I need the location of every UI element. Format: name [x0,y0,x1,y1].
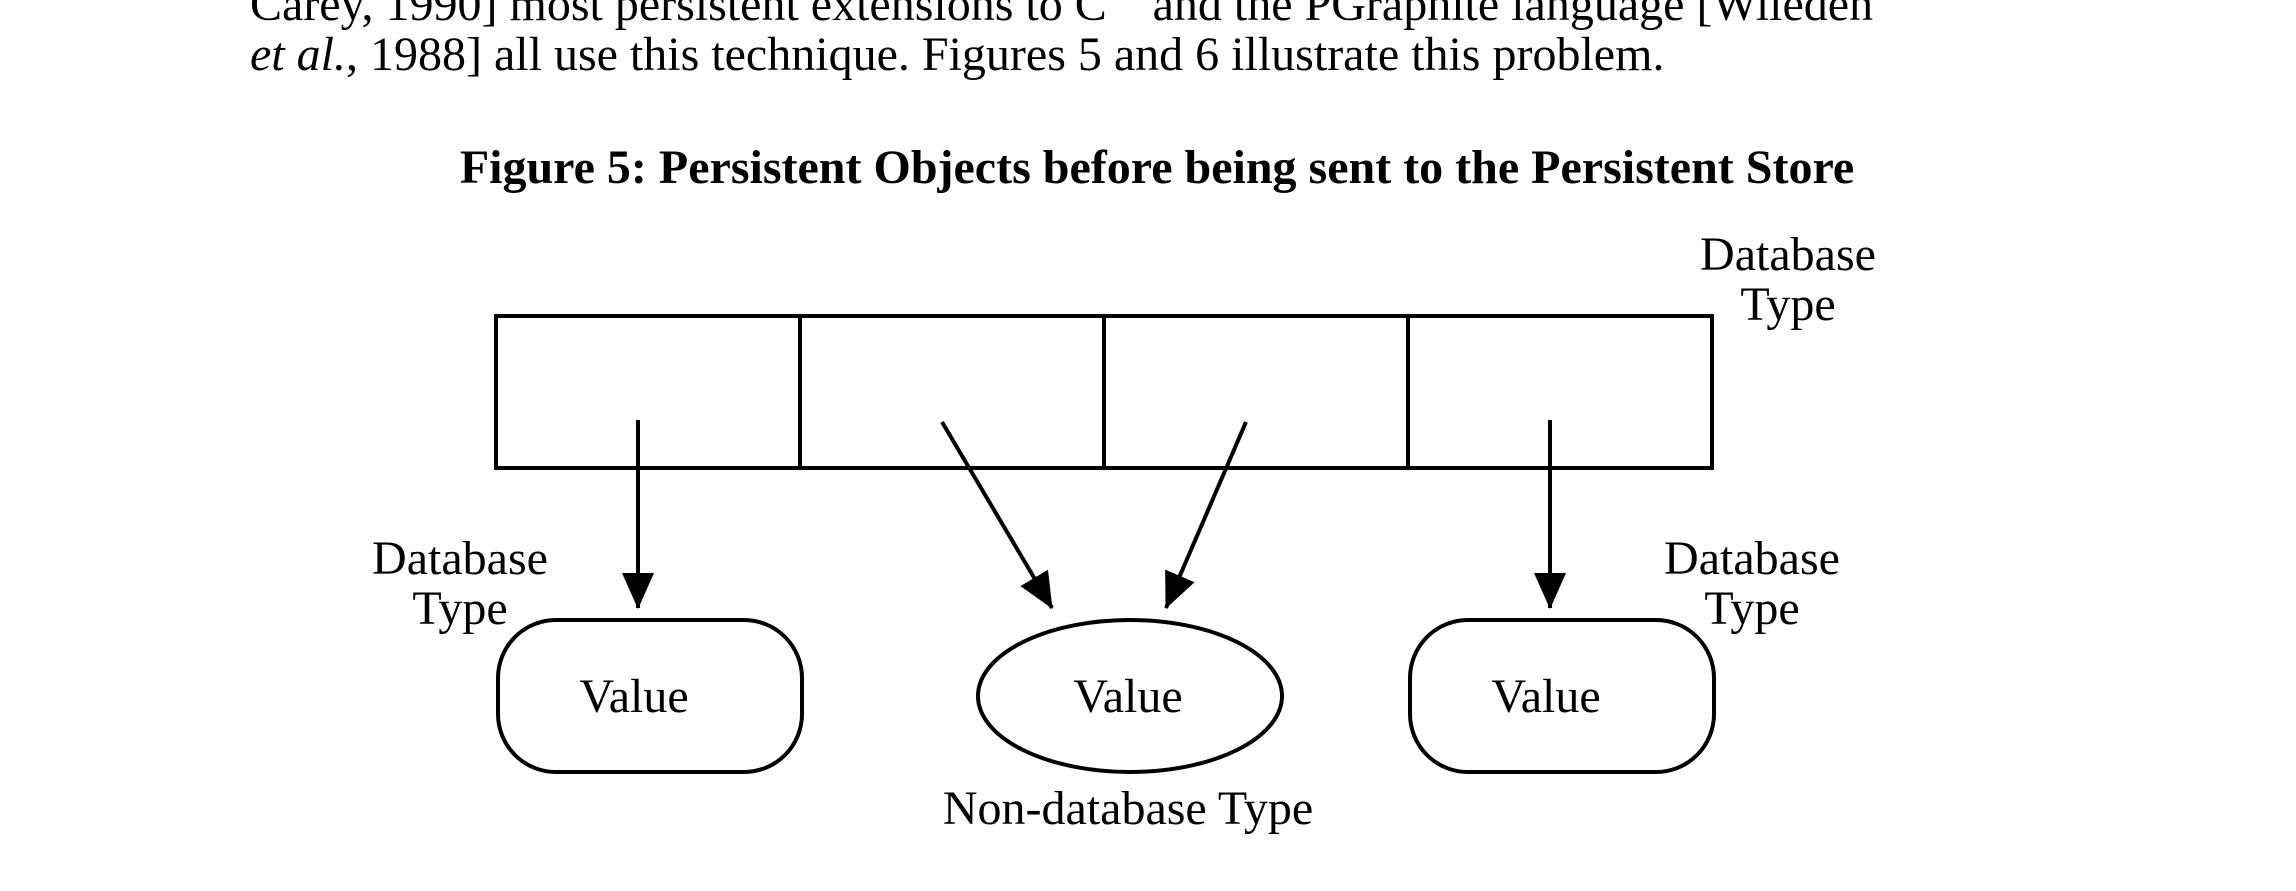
figure-caption: Figure 5: Persistent Objects before bein… [459,141,1855,194]
right-type-label-line-1: Database [1664,532,1840,585]
arrow-slot3-to-center-value [1164,421,1248,609]
center-value-label: Value [1073,670,1182,723]
et-al-italic: et al. [250,28,346,81]
left-value-node [496,618,804,774]
left-type-label-line-2: Type [412,582,507,635]
paragraph-line-1-text: Carey, 1990] most persistent extensions … [250,0,1107,31]
center-value-node [976,618,1284,774]
right-value-node [1408,618,1716,774]
top-type-label-line-1: Database [1700,228,1876,281]
cpp-superscript: ++ [1107,0,1141,7]
paragraph-line-2-text: , 1988] all use this technique. Figures … [345,28,1665,81]
paragraph-line-1: Carey, 1990] most persistent extensions … [250,0,2050,30]
left-type-label-line-1: Database [372,532,548,585]
arrow-slot2-to-center-value [940,420,1054,610]
right-value-label: Value [1491,670,1600,723]
left-value-label: Value [579,670,688,723]
paragraph-line-1-text-2: and the PGraphite language [Wileden [1140,0,1874,31]
top-type-label-line-2: Type [1740,278,1835,331]
body-paragraph: Carey, 1990] most persistent extensions … [250,0,2050,80]
paragraph-line-2: et al., 1988] all use this technique. Fi… [250,30,2050,80]
non-database-type-label: Non-database Type [943,782,1313,835]
right-type-label-line-2: Type [1704,582,1799,635]
